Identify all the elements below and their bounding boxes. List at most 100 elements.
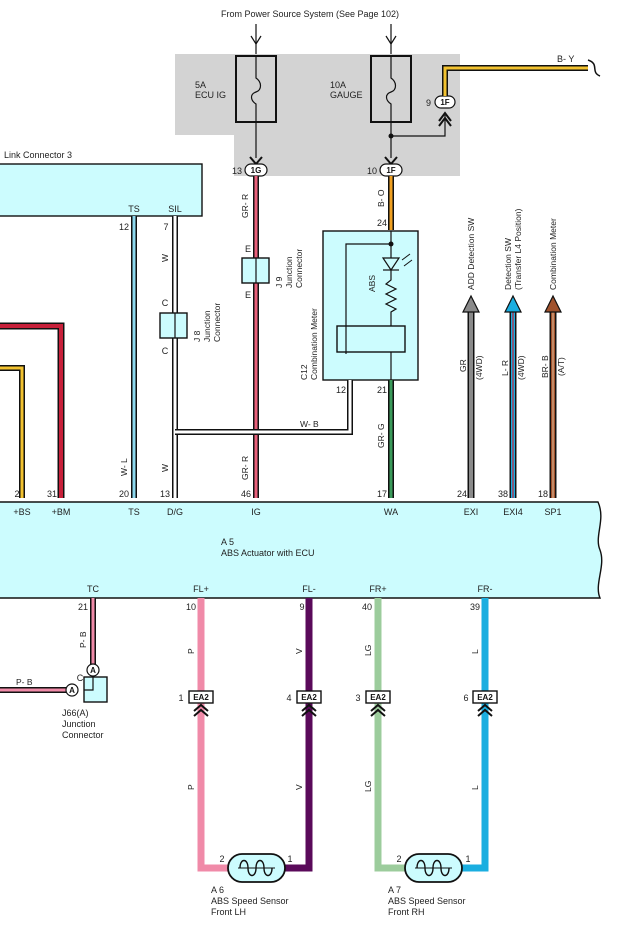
- link-pin-12: 12: [119, 222, 129, 232]
- bottom-pin-name: FL-: [302, 584, 316, 594]
- speed-sensor-front-rh: [404, 853, 463, 883]
- wire-l-r: [504, 294, 522, 498]
- wire-w-b-label: W- B: [300, 419, 319, 429]
- wire-l-label-bottom: L: [470, 785, 480, 790]
- svg-text:A: A: [90, 666, 96, 675]
- wire-plus-bs: [0, 365, 25, 498]
- wire-br-b-at: (A/T): [556, 357, 566, 376]
- top-pin-name: WA: [384, 507, 398, 517]
- wire-v-label-top: V: [294, 648, 304, 654]
- meter-pin-21: 21: [377, 385, 387, 395]
- wire-lg-label-bottom: LG: [363, 781, 373, 792]
- top-pin-name: IG: [251, 507, 261, 517]
- top-pin-name: TS: [128, 507, 140, 517]
- svg-text:A: A: [69, 686, 75, 695]
- sensor-rh-id: A 7: [388, 885, 401, 895]
- svg-text:EA2: EA2: [370, 693, 386, 702]
- pin-9-label: 9: [426, 98, 431, 108]
- abs-warning-circuit: [336, 231, 413, 380]
- bottom-pin-name: TC: [87, 584, 99, 594]
- fuse-block-area: [175, 54, 460, 176]
- meter-name: Combination Meter: [309, 308, 319, 380]
- connector-ea2-3: EA2: [365, 690, 391, 717]
- top-pin-name: SP1: [544, 507, 561, 517]
- connector-a-left: A: [65, 683, 79, 697]
- top-pin-num: 13: [160, 489, 170, 499]
- link-sil-label: SIL: [168, 204, 182, 214]
- sensor-rh-line1: ABS Speed Sensor: [388, 896, 466, 906]
- top-pin-num: 38: [498, 489, 508, 499]
- top-pin-name: +BS: [13, 507, 30, 517]
- bottom-pin-num: 9: [299, 602, 304, 612]
- wire-gr-r-label-top: GR- R: [240, 194, 250, 218]
- wire-v-label-bottom: V: [294, 784, 304, 790]
- j66-line2: Connector: [62, 730, 104, 740]
- wire-plus-bm: [0, 322, 65, 498]
- wire-b-y: [442, 59, 601, 96]
- sensor-lh-id: A 6: [211, 885, 224, 895]
- sensor-lh-line2: Front LH: [211, 907, 246, 917]
- svg-text:EA2: EA2: [477, 693, 493, 702]
- j9-line1: Junction: [284, 256, 294, 288]
- connector-1f-left: 1F: [379, 163, 403, 177]
- svg-text:EA2: EA2: [193, 693, 209, 702]
- power-source-label: From Power Source System (See Page 102): [221, 9, 399, 19]
- wire-l-r-label: L- R: [500, 360, 510, 376]
- svg-text:EA2: EA2: [301, 693, 317, 702]
- wire-p-label-bottom: P: [186, 784, 196, 790]
- ext-add-detection: ADD Detection SW: [466, 218, 476, 290]
- fuse-gauge-rating: 10A: [330, 80, 346, 90]
- sensor-rh-line2: Front RH: [388, 907, 425, 917]
- wire-l: [460, 598, 489, 872]
- link-pin-7: 7: [163, 222, 168, 232]
- top-pin-num: 17: [377, 489, 387, 499]
- j9-pin-bottom: E: [245, 290, 251, 300]
- j66-line1: Junction: [62, 719, 96, 729]
- rh-pin-2: 2: [396, 854, 401, 864]
- actuator-top-pins: 2 +BS 31 +BM 20 TS 13 D/G 46 IG 17 WA 24…: [13, 489, 561, 517]
- actuator-bottom-pins: TC 21 FL+ 10 FL- 9 FR+ 40 FR- 39: [78, 584, 493, 612]
- j8-pin-bottom: C: [162, 346, 169, 356]
- sensor-lh-line1: ABS Speed Sensor: [211, 896, 289, 906]
- bottom-pin-num: 39: [470, 602, 480, 612]
- wire-p-b-label-vertical: P- B: [78, 631, 88, 648]
- j9-id: J 9: [274, 276, 284, 288]
- j9-line2: Connector: [294, 249, 304, 288]
- top-pin-name: EXI: [464, 507, 479, 517]
- wire-br-b: [544, 294, 562, 498]
- wire-gr-r-label-bottom: GR- R: [240, 456, 250, 480]
- rh-pin-1: 1: [465, 854, 470, 864]
- connector-ea2-1: EA2: [188, 690, 214, 717]
- lh-pin-1: 1: [287, 854, 292, 864]
- j66-id: J66(A): [62, 708, 89, 718]
- connector-1f-right: 1F: [434, 95, 456, 109]
- ext-combination-meter: Combination Meter: [548, 218, 558, 290]
- ext-transfer: (Transfer L4 Position): [513, 208, 523, 290]
- top-pin-num: 18: [538, 489, 548, 499]
- junction-j8: [159, 312, 188, 339]
- abs-label: ABS: [367, 275, 377, 292]
- bottom-pin-name: FR-: [478, 584, 493, 594]
- wire-p-b-label-horizontal: P- B: [16, 677, 33, 687]
- pin-10-label: 10: [367, 166, 377, 176]
- wire-b-o-label: B- O: [376, 189, 386, 207]
- link-connector-label: Link Connector 3: [4, 150, 72, 160]
- meter-pin-12: 12: [336, 385, 346, 395]
- wire-l-label-top: L: [470, 649, 480, 654]
- connector-a-top: A: [86, 663, 100, 677]
- svg-text:1G: 1G: [251, 166, 262, 175]
- j8-pin-top: C: [162, 298, 169, 308]
- wire-lg: [374, 598, 405, 872]
- wire-gr-g-label: GR- G: [376, 423, 386, 448]
- wire-l-r-4wd: (4WD): [516, 355, 526, 380]
- bottom-pin-num: 21: [78, 602, 88, 612]
- ea2-pin-4: 4: [286, 693, 291, 703]
- top-pin-name: D/G: [167, 507, 183, 517]
- connector-ea2-6: EA2: [472, 690, 498, 717]
- ea2-pin-1: 1: [178, 693, 183, 703]
- top-pin-num: 46: [241, 489, 251, 499]
- j66-pin-c: C: [77, 673, 84, 683]
- actuator-id: A 5: [221, 537, 234, 547]
- pin-13-label: 13: [232, 166, 242, 176]
